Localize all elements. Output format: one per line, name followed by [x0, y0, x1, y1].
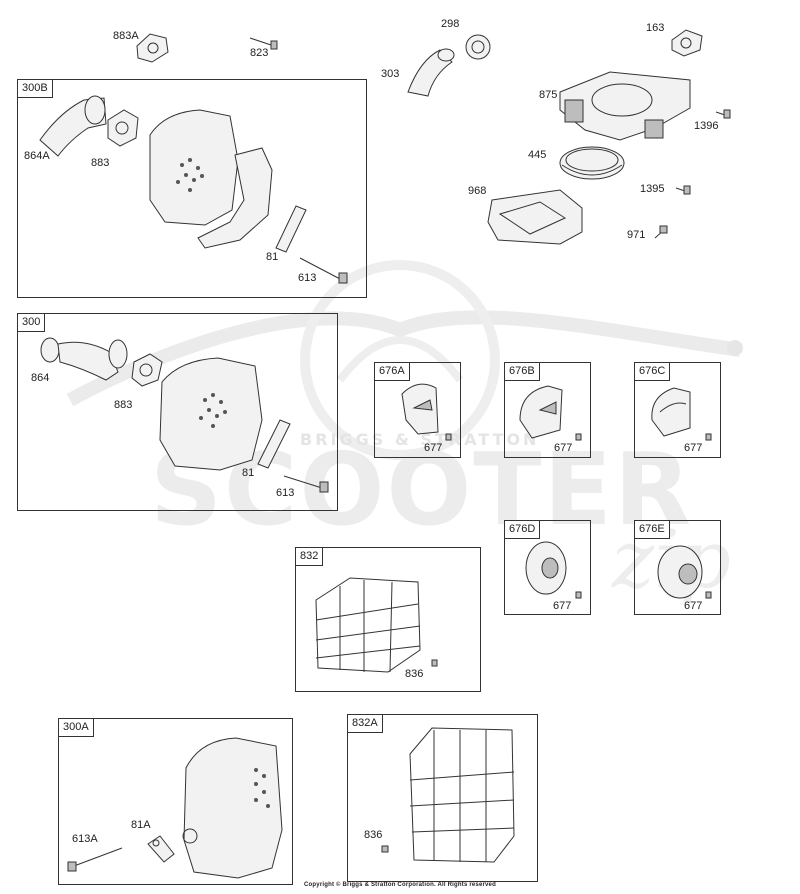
muffler-300-icon — [160, 358, 262, 470]
muffler-300A-icon — [183, 738, 282, 878]
bolt-613A-icon — [68, 848, 122, 871]
elbow-303-icon — [408, 49, 454, 96]
pre-cleaner-968-icon — [488, 190, 582, 244]
label-836-832A: 836 — [364, 829, 383, 841]
heat-shield-300B-icon — [198, 148, 272, 248]
gasket-883-icon — [108, 110, 138, 146]
kit-box-300B: 300B — [17, 79, 367, 298]
bolt-1395-icon — [676, 186, 690, 194]
kit-tag-300A: 300A — [59, 719, 94, 737]
label-836: 836 — [405, 668, 424, 680]
label-823: 823 — [250, 47, 269, 59]
kit-box-300: 300 — [17, 313, 338, 511]
ring-298-icon — [466, 35, 490, 59]
bolt-1396-icon — [716, 110, 730, 118]
label-445: 445 — [528, 149, 547, 161]
kit-tag-676C: 676C — [635, 363, 671, 381]
label-875: 875 — [539, 89, 558, 101]
exhaust-pipe-864-icon — [41, 338, 127, 380]
label-613A: 613A — [72, 833, 98, 845]
muffler-300B-icon — [150, 110, 238, 225]
bracket-81-second-icon — [258, 420, 290, 468]
kit-box-676D: 676D — [504, 520, 591, 615]
kit-tag-676B: 676B — [505, 363, 540, 381]
label-298: 298 — [441, 18, 460, 30]
copyright-notice: Copyright © Briggs & Stratton Corporatio… — [304, 882, 496, 888]
deflector-676E-icon — [658, 546, 711, 598]
label-971: 971 — [627, 229, 646, 241]
label-677-676A: 677 — [424, 442, 443, 454]
bolt-823-icon — [250, 38, 277, 49]
bracket-81-icon — [276, 206, 306, 252]
label-864A: 864A — [24, 150, 50, 162]
kit-box-832A: 832A — [347, 714, 538, 882]
label-81-300: 81 — [242, 467, 255, 479]
label-677-676C: 677 — [684, 442, 703, 454]
label-968: 968 — [468, 185, 487, 197]
deflector-676B-icon — [520, 386, 581, 440]
kit-tag-676A: 676A — [375, 363, 410, 381]
kit-box-300A: 300A — [58, 718, 293, 885]
label-864: 864 — [31, 372, 50, 384]
label-677-676B: 677 — [554, 442, 573, 454]
label-81A: 81A — [131, 819, 151, 831]
kit-tag-676D: 676D — [505, 521, 541, 539]
bolt-613-second-icon — [284, 476, 328, 492]
kit-box-676C: 676C — [634, 362, 721, 458]
kit-box-676A: 676A — [374, 362, 461, 458]
exhaust-pipe-864A-icon — [40, 96, 106, 156]
kit-box-676B: 676B — [504, 362, 591, 458]
gasket-883-second-icon — [132, 354, 162, 386]
label-303: 303 — [381, 68, 400, 80]
gasket-163-icon — [672, 30, 702, 56]
label-883-300B: 883 — [91, 157, 110, 169]
filter-445-icon — [560, 147, 624, 179]
air-cleaner-base-875-icon — [560, 72, 690, 140]
label-1396: 1396 — [694, 120, 719, 132]
gasket-883A-icon — [137, 34, 168, 62]
label-81-300B: 81 — [266, 251, 279, 263]
label-613-300B: 613 — [298, 272, 317, 284]
deflector-676C-icon — [652, 388, 711, 440]
kit-tag-300: 300 — [18, 314, 46, 332]
deflector-676D-icon — [526, 542, 581, 598]
muffler-guard-832A-icon — [382, 728, 514, 862]
kit-tag-300B: 300B — [18, 80, 53, 98]
label-677-676E: 677 — [684, 600, 703, 612]
label-613-300: 613 — [276, 487, 295, 499]
kit-tag-832A: 832A — [348, 715, 383, 733]
kit-tag-832: 832 — [296, 548, 324, 566]
kit-box-832: 832 — [295, 547, 481, 692]
label-163: 163 — [646, 22, 665, 34]
label-1395: 1395 — [640, 183, 665, 195]
bracket-81A-icon — [148, 836, 174, 862]
kit-tag-676E: 676E — [635, 521, 670, 539]
bolt-613-icon — [300, 258, 347, 283]
muffler-guard-832-icon — [316, 578, 437, 672]
screw-971-icon — [655, 226, 667, 238]
label-677-676D: 677 — [553, 600, 572, 612]
label-883A: 883A — [113, 30, 139, 42]
kit-box-676E: 676E — [634, 520, 721, 615]
label-883-300: 883 — [114, 399, 133, 411]
deflector-676A-icon — [402, 384, 451, 440]
